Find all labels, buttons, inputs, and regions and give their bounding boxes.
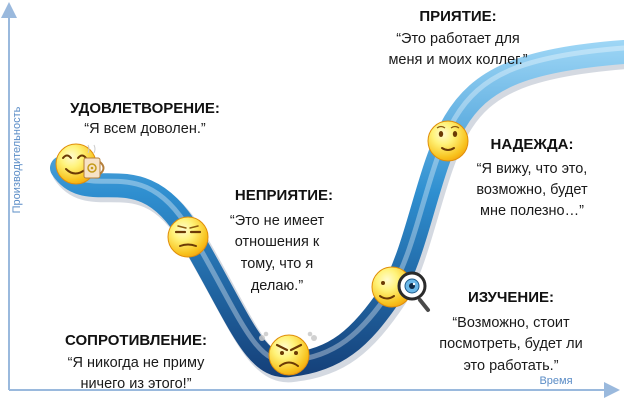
magnifying-glass-icon	[397, 271, 430, 312]
stage-denial-title: НЕПРИЯТИЕ:	[235, 187, 333, 204]
exploring-smiley-icon	[371, 266, 430, 312]
stage-denial: НЕПРИЯТИЕ: “Это не имеет отношения к том…	[230, 187, 333, 294]
change-curve-highlight	[59, 45, 624, 364]
change-curve	[50, 40, 624, 383]
satisfied-smiley-icon	[55, 143, 105, 185]
stage-denial-quote-line: тому, что я	[241, 256, 314, 272]
stage-satisfaction-quote-line: “Я всем доволен.”	[84, 121, 206, 137]
stage-hope-title: НАДЕЖДА:	[491, 136, 574, 153]
stage-acceptance-quote-line: “Это работает для	[396, 31, 520, 47]
stage-satisfaction-title: УДОВЛЕТВОРЕНИЕ:	[70, 100, 220, 117]
stage-denial-quote-line: отношения к	[235, 234, 320, 250]
y-axis-label: Производительность	[11, 106, 23, 213]
steam-puff-icon	[259, 331, 317, 341]
stage-hope-quote-line: мне полезно…”	[480, 203, 584, 219]
stage-exploration-quote-line: “Возможно, стоит	[452, 315, 570, 331]
stage-acceptance: ПРИЯТИЕ: “Это работает для меня и моих к…	[388, 8, 527, 68]
stage-denial-quote-line: “Это не имеет	[230, 213, 325, 229]
stage-resistance-quote-line: “Я никогда не приму	[68, 355, 205, 371]
stage-hope-quote-line: возможно, будет	[476, 182, 588, 198]
stage-exploration-title: ИЗУЧЕНИЕ:	[468, 289, 554, 306]
indifferent-smiley-icon	[167, 216, 209, 258]
stage-exploration: ИЗУЧЕНИЕ: “Возможно, стоит посмотреть, б…	[439, 289, 582, 374]
stage-exploration-quote-line: это работать.”	[463, 358, 558, 374]
stage-acceptance-quote-line: меня и моих коллег.”	[388, 52, 527, 68]
stage-resistance-quote-line: ничего из этого!”	[80, 376, 191, 392]
stage-resistance: СОПРОТИВЛЕНИЕ: “Я никогда не приму ничег…	[65, 332, 207, 392]
stage-acceptance-title: ПРИЯТИЕ:	[419, 8, 496, 25]
stage-hope: НАДЕЖДА: “Я вижу, что это, возможно, буд…	[476, 136, 588, 219]
change-curve-tube	[50, 40, 624, 378]
axes: Производительность Время	[1, 2, 620, 398]
x-axis-label: Время	[539, 375, 572, 387]
hopeful-smiley-icon	[427, 120, 469, 162]
angry-smiley-icon	[259, 331, 317, 376]
stage-hope-quote-line: “Я вижу, что это,	[477, 161, 588, 177]
stage-exploration-quote-line: посмотреть, будет ли	[439, 336, 582, 352]
stage-resistance-title: СОПРОТИВЛЕНИЕ:	[65, 332, 207, 349]
coffee-mug-icon	[83, 144, 105, 179]
stage-satisfaction: УДОВЛЕТВОРЕНИЕ: “Я всем доволен.”	[70, 100, 220, 137]
stage-denial-quote-line: делаю.”	[251, 278, 303, 294]
